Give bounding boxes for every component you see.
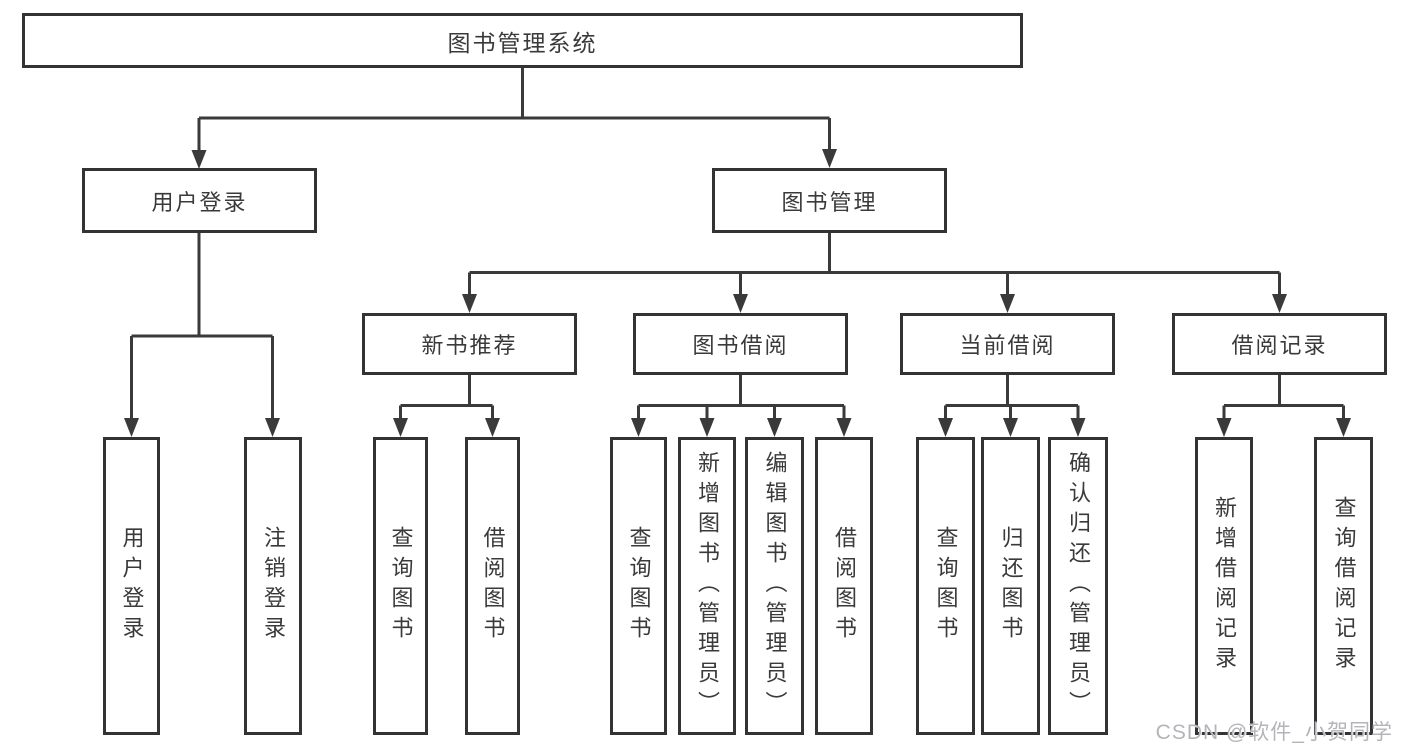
node-borrow-records: 借阅记录 <box>1172 313 1387 375</box>
node-leaf-recommend-borrow-book-label: 借阅图书 <box>480 526 506 646</box>
node-leaf-current-return-book: 归还图书 <box>981 437 1040 735</box>
node-leaf-recommend-query-book-label: 查询图书 <box>388 526 414 646</box>
node-leaf-recommend-query-book: 查询图书 <box>373 437 428 735</box>
node-leaf-current-confirm-return: 确认归还（管理员） <box>1048 437 1108 735</box>
node-book-borrowing: 图书借阅 <box>633 313 848 375</box>
node-leaf-borrowing-add-book: 新增图书（管理员） <box>678 437 736 735</box>
node-borrow-records-label: 借阅记录 <box>1231 333 1328 358</box>
node-book-management: 图书管理 <box>712 168 947 233</box>
node-leaf-current-query-book: 查询图书 <box>916 437 975 735</box>
node-leaf-records-add-record: 新增借阅记录 <box>1195 437 1253 735</box>
node-new-book-recommend: 新书推荐 <box>362 313 577 375</box>
node-book-management-label: 图书管理 <box>781 189 878 215</box>
node-leaf-user-login-label: 用户登录 <box>119 526 145 646</box>
node-leaf-borrowing-query-book-label: 查询图书 <box>626 526 652 646</box>
node-leaf-borrowing-query-book: 查询图书 <box>610 437 667 735</box>
node-leaf-borrowing-edit-book-label: 编辑图书（管理员） <box>762 451 788 721</box>
node-leaf-borrowing-edit-book: 编辑图书（管理员） <box>745 437 804 735</box>
node-leaf-logout: 注销登录 <box>244 437 302 735</box>
node-leaf-records-query-record-label: 查询借阅记录 <box>1331 496 1357 676</box>
connector-shafts <box>130 68 1345 420</box>
node-root-label: 图书管理系统 <box>447 29 598 56</box>
node-current-borrowing-label: 当前借阅 <box>959 333 1056 358</box>
node-leaf-current-confirm-return-label: 确认归还（管理员） <box>1066 451 1091 721</box>
node-leaf-current-query-book-label: 查询图书 <box>933 526 959 646</box>
node-root-system: 图书管理系统 <box>22 13 1023 68</box>
node-leaf-records-add-record-label: 新增借阅记录 <box>1212 496 1237 676</box>
node-leaf-recommend-borrow-book: 借阅图书 <box>465 437 520 735</box>
csdn-watermark: CSDN @软件_小贺同学 <box>1155 721 1393 744</box>
node-leaf-logout-label: 注销登录 <box>261 526 286 646</box>
node-book-borrowing-label: 图书借阅 <box>692 333 789 358</box>
node-user-login: 用户登录 <box>82 168 317 233</box>
node-leaf-records-query-record: 查询借阅记录 <box>1314 437 1373 735</box>
node-leaf-borrowing-borrow-book: 借阅图书 <box>815 437 873 735</box>
node-user-login-label: 用户登录 <box>151 189 248 215</box>
node-current-borrowing: 当前借阅 <box>900 313 1115 375</box>
node-leaf-borrowing-borrow-book-label: 借阅图书 <box>832 526 857 646</box>
node-new-book-recommend-label: 新书推荐 <box>421 333 518 358</box>
node-leaf-user-login: 用户登录 <box>103 437 160 735</box>
node-leaf-borrowing-add-book-label: 新增图书（管理员） <box>695 451 720 721</box>
node-leaf-current-return-book-label: 归还图书 <box>998 526 1024 646</box>
